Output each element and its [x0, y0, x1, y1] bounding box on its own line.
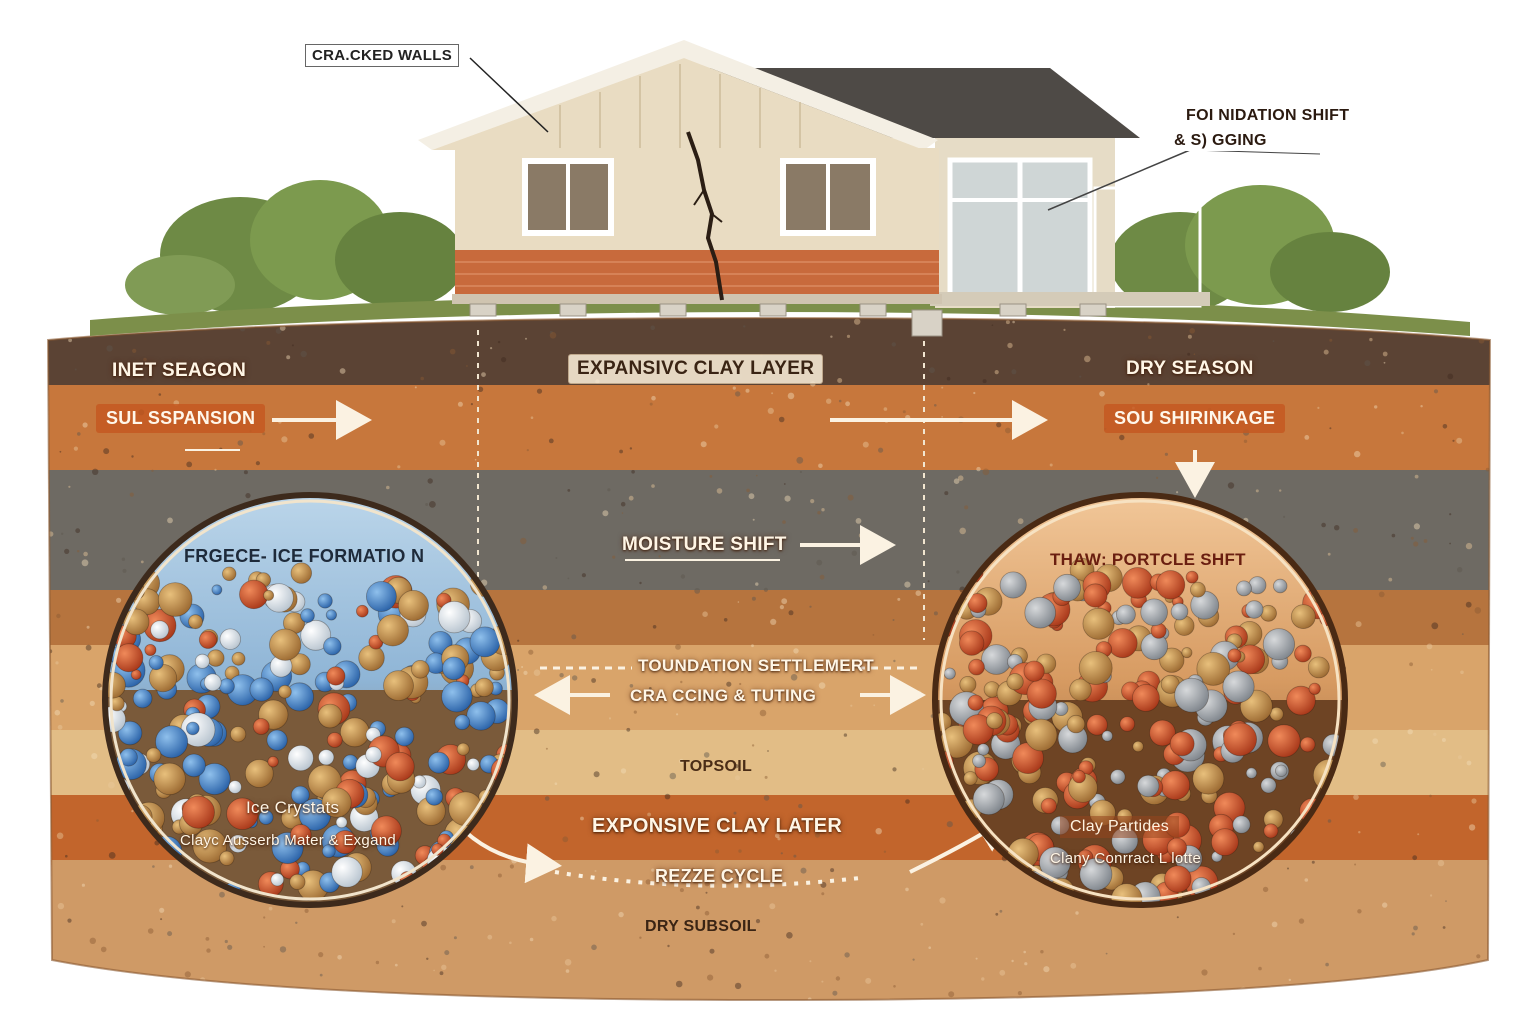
label-ice-crystals: Ice Crystats [246, 798, 340, 817]
label-freeze-ice-formation: FRGECE- ICE FORMATIO N [184, 546, 425, 566]
label-thaw-particle-shift: THAW: PORTCLE SHFT [1050, 550, 1246, 569]
label-freeze-cycle: REZZE CYCLE [655, 866, 784, 886]
house [418, 40, 1210, 337]
label-soil-shrinkage: SOU SHIRINKAGE [1104, 404, 1286, 433]
label-cracking-tilting: CRA CCING & TUTING [630, 686, 817, 705]
bushes-left [125, 180, 465, 315]
freeze-cycle-dots [554, 870, 861, 888]
arrows [185, 400, 1215, 888]
callout-line-cracked-walls [469, 57, 549, 133]
label-dry-season: DRY SEASON [1126, 358, 1254, 379]
label-wet-season: INET SEAGON [112, 360, 247, 381]
label-soil-expansion: SUL SSPANSION [96, 404, 266, 433]
label-expansive-clay-later: EXPONSIVE CLAY LATER [592, 815, 843, 837]
label-topsoil: TOPSOIL [680, 758, 753, 775]
label-clay-contract: Clany Conrract L lotte [1050, 850, 1202, 867]
thaw-inset-circle [932, 492, 1348, 908]
label-dry-subsoil: DRY SUBSOIL [645, 918, 757, 935]
label-moisture-shift: MOISTURE SHIFT [622, 534, 787, 555]
bushes-right [1110, 185, 1390, 312]
label-expansive-clay-layer: EXPANSIVC CLAY LAYER [568, 354, 824, 384]
label-clay-particles: Clay Partides [1060, 816, 1180, 838]
label-sagging: & S) GGING [1170, 131, 1271, 151]
label-clay-absorb-water: Clayc Ausserb Mater & Exgand [180, 832, 396, 849]
label-foundation-shift: FOI NIDATION SHIFT [1182, 106, 1354, 126]
label-foundation-settlement: TOUNDATION SETTLEMERT [638, 656, 875, 675]
label-cracked-walls: CRA.CKED WALLS [305, 44, 460, 67]
